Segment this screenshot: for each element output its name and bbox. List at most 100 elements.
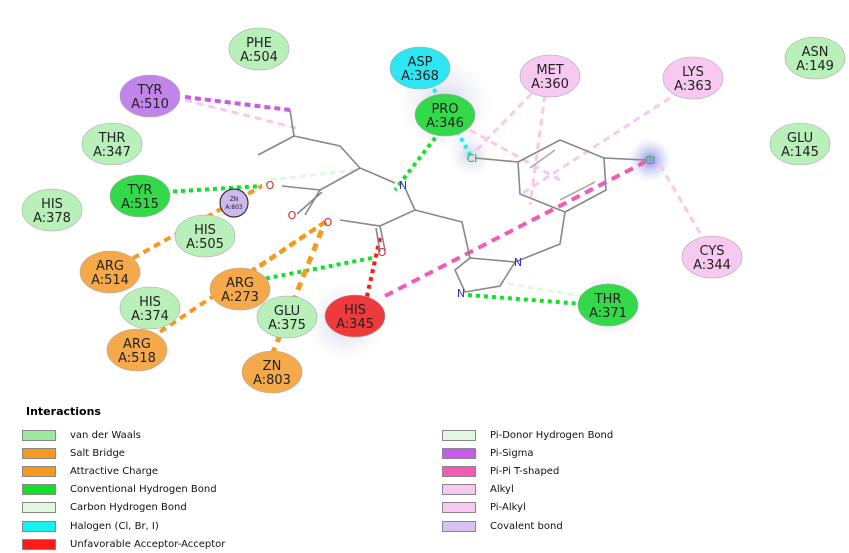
hbond-line <box>467 293 596 307</box>
legend-label: Carbon Hydrogen Bond <box>70 502 187 514</box>
nitrogen-label: N <box>399 179 407 192</box>
residue-number: A:347 <box>93 145 131 160</box>
residue-bubble <box>681 235 743 279</box>
residue-number: A:515 <box>121 197 159 212</box>
nitrogen-label: N <box>457 287 465 300</box>
legend-swatch <box>442 429 476 441</box>
residue-number: A:375 <box>268 318 306 333</box>
residue-bubble <box>577 283 639 327</box>
residue-name: MET <box>536 63 563 78</box>
residue-bubble <box>106 328 168 372</box>
residue-bubble <box>769 122 831 166</box>
legend-swatch <box>442 484 476 496</box>
residue-number: A:504 <box>240 50 278 65</box>
residue-zn803: ZNA:803 <box>241 350 303 394</box>
legend-label: Halogen (Cl, Br, I) <box>70 520 159 532</box>
legend-label: Alkyl <box>490 484 514 496</box>
residue-number: A:273 <box>221 290 259 305</box>
residue-name: GLU <box>274 304 300 319</box>
residue-name: THR <box>594 292 622 307</box>
residue-number: A:378 <box>33 211 71 226</box>
residue-name: HIS <box>139 295 161 310</box>
residue-bubble <box>209 267 271 311</box>
legend-label: Pi-Alkyl <box>490 502 526 514</box>
legend-label: Salt Bridge <box>70 447 125 459</box>
legend-swatch <box>22 502 56 514</box>
residue-bubble <box>256 295 318 339</box>
attractive-charge-line <box>269 221 328 356</box>
residue-name: PRO <box>431 102 458 117</box>
legend-item: Conventional Hydrogen Bond <box>22 481 225 499</box>
interaction-lines <box>111 74 712 356</box>
ligand-structure <box>257 109 646 293</box>
legend-item: Unfavorable Acceptor-Acceptor <box>22 535 225 553</box>
residue-bubble <box>119 286 181 330</box>
unfavorable-line <box>363 237 382 306</box>
legend-swatch <box>22 447 56 459</box>
residue-name: PHE <box>246 36 272 51</box>
residue-name: TYR <box>137 83 163 98</box>
legend-label: Attractive Charge <box>70 465 159 477</box>
residue-name: ARG <box>96 259 124 274</box>
pi-sigma-line <box>184 95 291 112</box>
hbond-line <box>164 184 263 194</box>
residue-name: ASN <box>802 45 829 60</box>
residue-bubble <box>81 122 143 166</box>
legend-title: Interactions <box>26 405 101 418</box>
nitrogen-label: N <box>514 256 522 269</box>
legend-label: Pi-Donor Hydrogen Bond <box>490 429 614 441</box>
legend-swatch <box>442 502 476 514</box>
pi-pi-t-line <box>384 160 646 298</box>
residue-bubble <box>79 250 141 294</box>
legend-item: van der Waals <box>22 426 225 444</box>
legend-swatch <box>22 538 56 550</box>
alkyl-line <box>463 83 542 164</box>
legend-item: Pi-Pi T-shaped <box>442 462 613 480</box>
residue-name: THR <box>98 131 126 146</box>
legend-item: Covalent bond <box>442 517 613 535</box>
residue-name: GLU <box>787 131 813 146</box>
residue-number: A:510 <box>131 97 169 112</box>
legend-item: Pi-Donor Hydrogen Bond <box>442 426 613 444</box>
legend-label: Pi-Pi T-shaped <box>490 465 560 477</box>
residue-bubble <box>662 56 724 100</box>
oxygen-label: O <box>288 209 297 222</box>
pi-alkyl-line <box>528 94 547 206</box>
oxygen-label: O <box>266 179 275 192</box>
legend-swatch <box>22 429 56 441</box>
oxygen-label: O <box>324 216 333 229</box>
residue-name: TYR <box>127 183 153 198</box>
residue-number: A:368 <box>401 69 439 84</box>
residue-number: A:371 <box>589 306 627 321</box>
residue-name: ARG <box>226 276 254 291</box>
residue-bubble <box>519 54 581 98</box>
residue-name: CYS <box>699 244 724 259</box>
residue-name: ZN <box>263 359 282 374</box>
alkyl-line <box>519 83 691 197</box>
residue-name: HIS <box>344 303 366 318</box>
residue-number: A:345 <box>336 317 374 332</box>
legend-swatch <box>22 465 56 477</box>
legend-item: Halogen (Cl, Br, I) <box>22 517 225 535</box>
hbond-line <box>257 256 373 282</box>
alkyl-line <box>658 164 712 251</box>
covalent-zn-num: A:803 <box>225 204 243 211</box>
covalent-zn-name: ZN <box>230 196 239 203</box>
residue-number: A:518 <box>118 351 156 366</box>
